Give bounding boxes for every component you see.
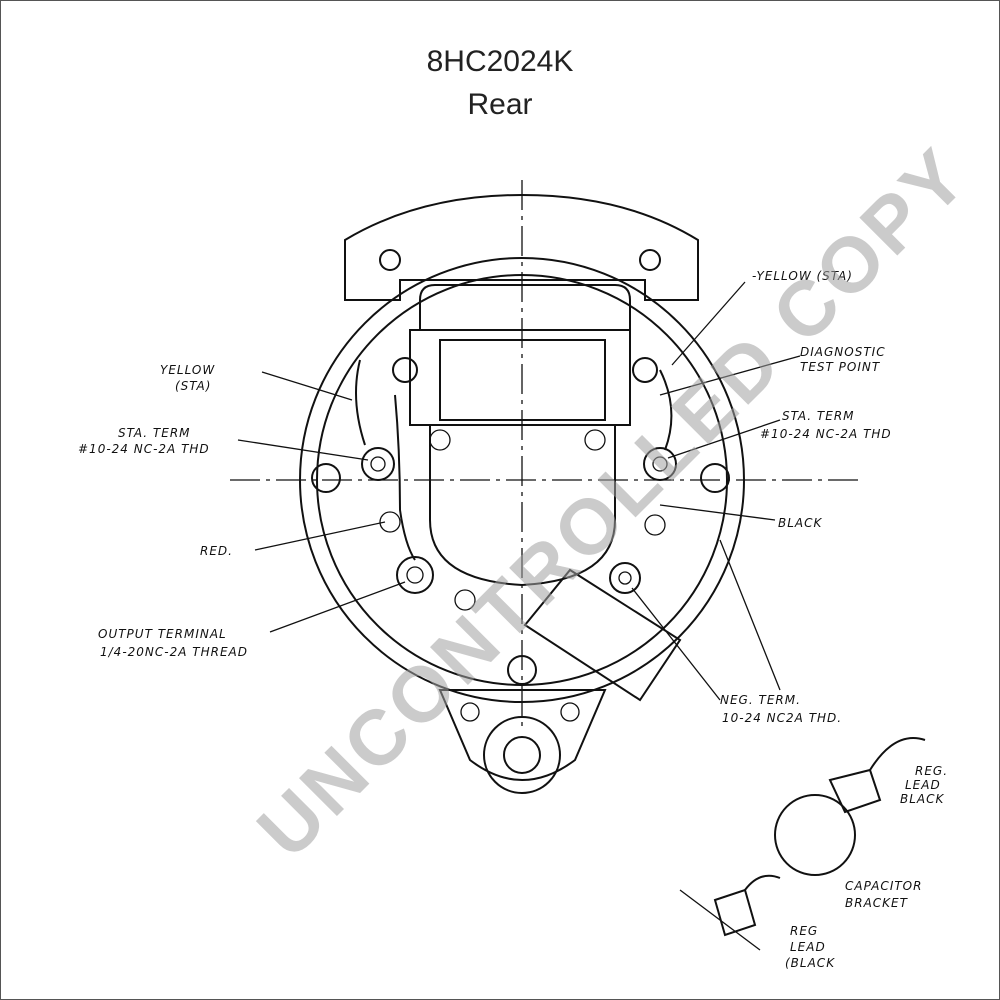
label-capacitor-1: CAPACITOR bbox=[845, 879, 922, 893]
label-reg-lead-lower-2: LEAD bbox=[790, 940, 826, 954]
neg-terminal-nut bbox=[618, 571, 632, 585]
brush-holder bbox=[429, 425, 616, 587]
label-output-2: 1/4-20NC-2A THREAD bbox=[100, 645, 248, 659]
label-neg-2: 10-24 NC2A THD. bbox=[722, 711, 842, 725]
view-subtitle: Rear bbox=[467, 88, 533, 121]
label-diagnostic-2: TEST POINT bbox=[800, 360, 881, 374]
foot-bore-outer bbox=[483, 716, 561, 794]
diode-screw-left bbox=[392, 357, 418, 383]
housing-outer bbox=[299, 257, 745, 703]
capacitor-detail bbox=[774, 794, 856, 876]
screw-right bbox=[584, 429, 606, 451]
regulator-body bbox=[409, 329, 631, 426]
label-reg-lead-lower-1: REG bbox=[790, 924, 818, 938]
ear-bolt-right bbox=[639, 249, 661, 271]
neg-terminal bbox=[609, 562, 641, 594]
label-capacitor-2: BRACKET bbox=[845, 896, 909, 910]
mount-bolt-left bbox=[311, 463, 341, 493]
sta-terminal-left bbox=[361, 447, 395, 481]
sta-terminal-left-nut bbox=[370, 456, 386, 472]
lower-screw bbox=[454, 589, 476, 611]
label-sta-term-left-2: #10-24 NC-2A THD bbox=[78, 442, 210, 456]
red-wire bbox=[394, 394, 416, 561]
diode-screw-right bbox=[632, 357, 658, 383]
reg-lead-nut-upper bbox=[828, 768, 882, 814]
part-number-title: 8HC2024K bbox=[426, 45, 574, 78]
label-reg-lead-upper-2: LEAD bbox=[905, 778, 941, 792]
ear-bolt-left bbox=[379, 249, 401, 271]
label-sta-term-right-2: #10-24 NC-2A THD bbox=[760, 427, 892, 441]
reg-lead-wire-upper bbox=[869, 737, 926, 771]
label-output-1: OUTPUT TERMINAL bbox=[98, 627, 227, 641]
output-terminal bbox=[396, 556, 434, 594]
label-black: BLACK bbox=[778, 516, 823, 530]
leader-neg bbox=[631, 587, 721, 701]
screw-left bbox=[429, 429, 451, 451]
leader-sta-left bbox=[237, 439, 369, 461]
sta-terminal-right-nut bbox=[652, 456, 668, 472]
regulator-handle bbox=[419, 284, 631, 331]
leader-output bbox=[269, 581, 406, 633]
mount-bolt-right bbox=[700, 463, 730, 493]
label-red: RED. bbox=[200, 544, 233, 558]
leader-yellow-left bbox=[261, 371, 353, 401]
diag-test-point bbox=[644, 514, 666, 536]
lower-foot bbox=[438, 689, 607, 781]
reg-lead-nut-lower bbox=[713, 888, 757, 937]
sta-terminal-right bbox=[643, 447, 677, 481]
yellow-wire-right bbox=[659, 369, 673, 451]
reg-lead-wire-lower bbox=[744, 874, 781, 891]
leader-sta-right bbox=[667, 419, 781, 459]
label-reg-lead-lower-3: (BLACK bbox=[785, 956, 835, 970]
label-yellow-left-1: YELLOW bbox=[160, 363, 215, 377]
capacitor-bracket-line bbox=[679, 889, 761, 951]
capacitor-body bbox=[523, 568, 682, 702]
red-terminal bbox=[379, 511, 401, 533]
label-reg-lead-upper-3: BLACK bbox=[900, 792, 945, 806]
mounting-ear bbox=[344, 193, 699, 301]
label-yellow-left-2: (STA) bbox=[175, 379, 211, 393]
leader-yellow-right bbox=[671, 281, 746, 366]
foot-hole-right bbox=[560, 702, 580, 722]
leader-diagnostic bbox=[659, 355, 801, 396]
bottom-bolt bbox=[507, 655, 537, 685]
leader-capacitor bbox=[719, 539, 781, 691]
label-sta-term-right-1: STA. TERM bbox=[782, 409, 855, 423]
foot-hole-left bbox=[460, 702, 480, 722]
foot-bore-inner bbox=[503, 736, 541, 774]
label-reg-lead-upper-1: REG. bbox=[915, 764, 948, 778]
leader-red bbox=[254, 521, 386, 551]
regulator-window bbox=[439, 339, 606, 421]
label-yellow-sta-right: -YELLOW (STA) bbox=[752, 269, 853, 283]
output-terminal-nut bbox=[406, 566, 424, 584]
label-sta-term-left-1: STA. TERM bbox=[118, 426, 191, 440]
label-neg-1: NEG. TERM. bbox=[720, 693, 801, 707]
label-diagnostic-1: DIAGNOSTIC bbox=[800, 345, 886, 359]
yellow-wire-left bbox=[355, 359, 366, 446]
leader-black bbox=[659, 504, 776, 521]
